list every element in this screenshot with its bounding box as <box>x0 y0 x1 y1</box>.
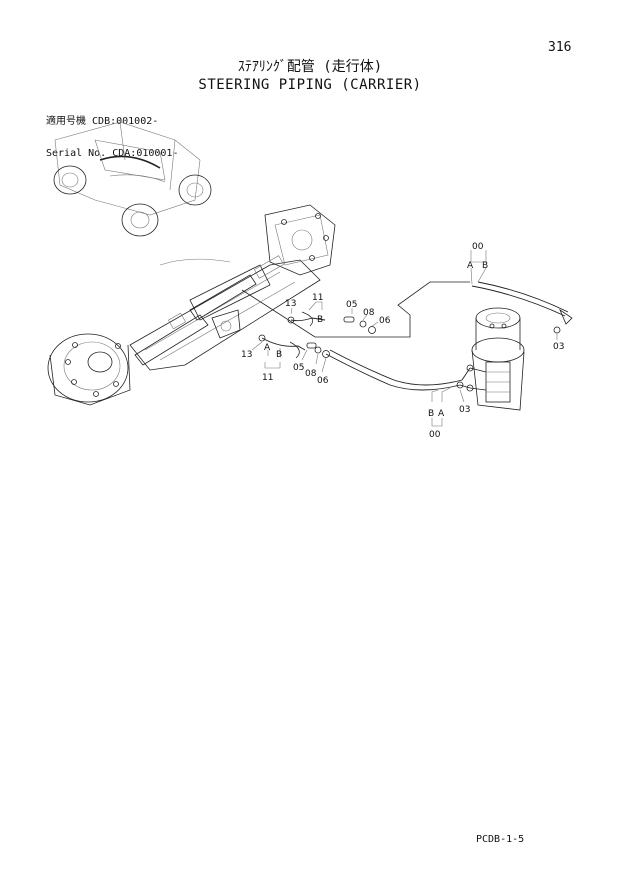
front-axle-assembly <box>47 204 336 406</box>
callout-b-upper: B <box>317 315 323 325</box>
callout-03-bottom: 03 <box>459 405 470 415</box>
differential-housing <box>264 204 336 276</box>
overview-steering-pipe <box>99 155 161 169</box>
pipe-upper-right-1 <box>471 285 566 317</box>
document-code: PCDB-1-5 <box>476 834 525 845</box>
fitting-05-lower <box>306 342 317 349</box>
callout-11-lower: 11 <box>262 373 273 383</box>
swivel-joint <box>466 307 525 411</box>
callout-b-bottom: B <box>428 409 434 419</box>
pipe-lower-long-2 <box>329 349 463 386</box>
callout-05-lower: 05 <box>293 363 304 373</box>
callout-a-top: A <box>467 261 474 271</box>
serial-line-1: 適用号機 CDB:001002- <box>46 117 178 127</box>
serial-label-en: Serial No. <box>46 148 107 159</box>
hose-lower <box>261 337 306 351</box>
callout-00-top: 00 <box>472 242 484 252</box>
callout-06-lower: 06 <box>317 376 329 386</box>
leader-lines <box>251 250 558 427</box>
connection-outline <box>241 281 470 338</box>
fitting-06-upper <box>368 326 376 334</box>
callout-a-lower: A <box>264 343 271 353</box>
fitting-06-lower <box>322 350 330 358</box>
callout-05-upper: 05 <box>346 300 357 310</box>
callout-b-top: B <box>482 261 488 271</box>
overview-wheel-left <box>121 203 159 237</box>
serial-label-jp: 適用号機 <box>46 116 86 127</box>
wheel-hub <box>47 333 129 403</box>
pipe-lower-long-1 <box>325 353 461 391</box>
callout-08-lower: 08 <box>305 369 317 379</box>
serial-value-1: CDB:001002- <box>92 116 159 127</box>
callout-06-upper: 06 <box>379 316 391 326</box>
title-english: STEERING PIPING (CARRIER) <box>198 77 422 93</box>
callout-a-bottom: A <box>438 409 445 419</box>
steering-cylinder <box>134 314 209 366</box>
callout-08-upper: 08 <box>363 308 375 318</box>
serial-value-2: CDA:010001- <box>112 148 179 159</box>
fitting-08-upper <box>359 320 367 328</box>
carrier-overview-illustration <box>53 121 212 237</box>
fitting-05-upper <box>343 316 355 323</box>
fitting-08-lower <box>314 346 322 354</box>
callout-13-upper: 13 <box>285 299 296 309</box>
callout-11-upper: 11 <box>312 293 323 303</box>
fitting-13-lower <box>258 334 266 342</box>
steering-pipe-lines <box>258 281 573 391</box>
title-japanese: ｽﾃｱﾘﾝｸﾞ配管 (走行体) <box>237 59 383 75</box>
callout-00-bottom: 00 <box>429 430 441 440</box>
callout-03-right: 03 <box>553 342 564 352</box>
page-number: 316 <box>548 40 572 55</box>
overview-wheel-front <box>53 165 87 195</box>
overview-wheel-rear <box>178 174 212 206</box>
serial-line-2: Serial No. CDA:010001- <box>46 149 178 159</box>
fitting-03-bottom <box>456 381 464 389</box>
pipe-upper-right-2 <box>477 281 569 313</box>
callout-labels: 00 A B 03 13 11 B 05 08 06 13 A B 11 05 … <box>241 242 564 440</box>
serial-info: 適用号機 CDB:001002- Serial No. CDA:010001- <box>46 97 178 171</box>
callout-13-lower: 13 <box>241 350 252 360</box>
callout-b-lower: B <box>276 350 282 360</box>
